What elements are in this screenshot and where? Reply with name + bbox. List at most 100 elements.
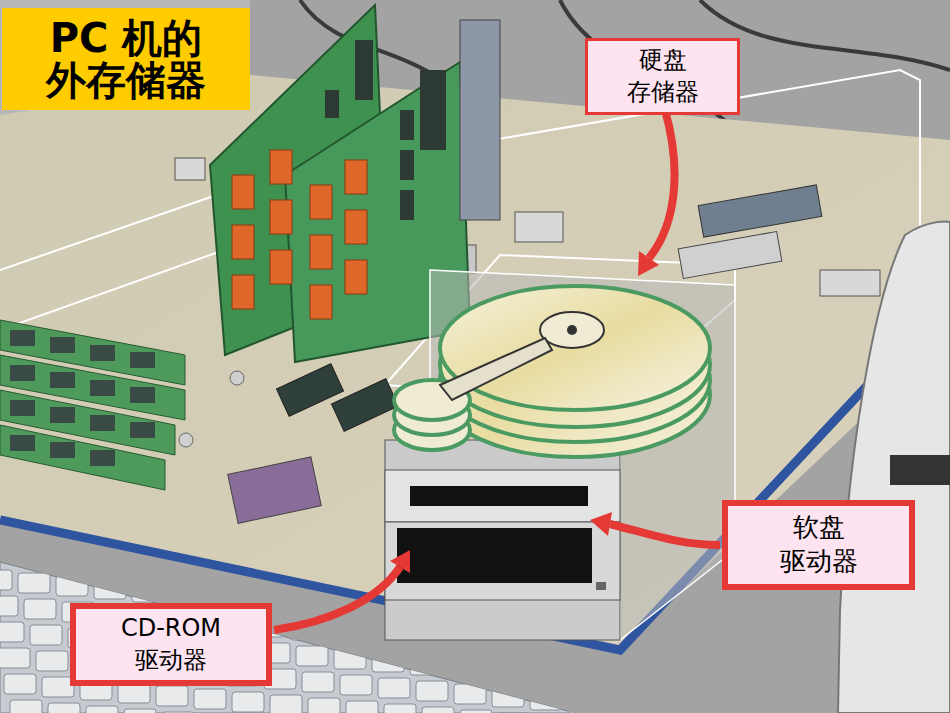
illustration-part [820,270,880,296]
key [492,687,524,707]
key [518,638,550,658]
illustration-part [400,110,414,140]
mouse-slot [890,455,950,485]
callout-box: 软盘 驱动器 [722,500,915,590]
key [124,709,156,713]
key [404,629,436,649]
key [474,609,506,629]
key [562,667,594,687]
illustration-part [232,150,367,319]
illustration-part [310,285,332,319]
key [170,585,202,605]
key [56,576,88,596]
illustration-part [345,260,367,294]
illustration-part [90,450,115,466]
illustration-part [385,522,620,600]
key [410,655,442,675]
illustration-part [540,312,604,348]
key [0,648,30,668]
key [530,690,562,710]
illustration-part [232,225,254,259]
key [270,695,302,713]
title-box: PC 机的 外存储器 [2,8,250,110]
key [442,632,474,652]
illustration-part [270,250,292,284]
illustration-part [325,40,446,220]
key [524,664,556,684]
key [132,582,164,602]
illustration-part [345,210,367,244]
illustration-part [10,435,35,451]
key [284,594,316,614]
leader-arrows [274,110,720,630]
key [10,700,42,713]
callout-label: 软盘 驱动器 [764,511,874,579]
leader-line [274,567,400,630]
arrow-head [390,550,410,573]
illustration-part [232,175,254,209]
key [30,625,62,645]
title-text: PC 机的 外存储器 [19,17,233,101]
illustration-part [90,345,115,361]
key [334,649,366,669]
illustration-part [90,380,115,396]
key [94,579,126,599]
callout-label: CD-ROM 驱动器 [101,613,241,675]
keyboard-keys [0,570,612,713]
illustration-part [310,185,332,219]
illustration-part [130,422,155,438]
key [480,635,512,655]
key [86,706,118,713]
illustration-part [515,212,563,242]
key [48,703,80,713]
illustration-part [50,442,75,458]
illustration-part [385,470,620,522]
illustration-part [130,352,155,368]
illustration-part [596,582,606,590]
illustration-part [175,158,205,180]
illustration-part [10,400,35,416]
illustration-part [50,407,75,423]
key [372,652,404,672]
key [4,674,36,694]
leader-line [610,524,720,545]
illustration-part [10,330,155,466]
key [18,573,50,593]
key [24,599,56,619]
key [486,661,518,681]
illustration-part [10,330,35,346]
key [556,641,588,661]
callout-box: CD-ROM 驱动器 [70,603,272,686]
illustration-part [270,150,292,184]
illustration-part [385,440,620,640]
illustration-part [400,190,414,220]
illustration-part [325,90,339,118]
drive-cage [385,270,735,640]
illustration-part [400,150,414,180]
illustration-part [310,235,332,269]
illustration-part [420,70,446,150]
key [398,603,430,623]
arrow-head [638,251,659,276]
key [422,707,454,713]
key [340,675,372,695]
mouse [838,222,950,713]
illustration-part [50,372,75,388]
leader-line [649,110,675,258]
illustration-part [698,185,822,237]
key [460,710,492,713]
key [36,651,68,671]
key [156,686,188,706]
illustration-part [232,275,254,309]
key [0,622,24,642]
illustration-part [0,562,575,713]
key [384,704,416,713]
illustration-part [410,486,588,506]
illustration-part [90,415,115,431]
illustration-part [50,337,75,353]
illustration-part [130,387,155,403]
key [328,623,360,643]
illustration-part [440,286,710,410]
key [416,681,448,701]
